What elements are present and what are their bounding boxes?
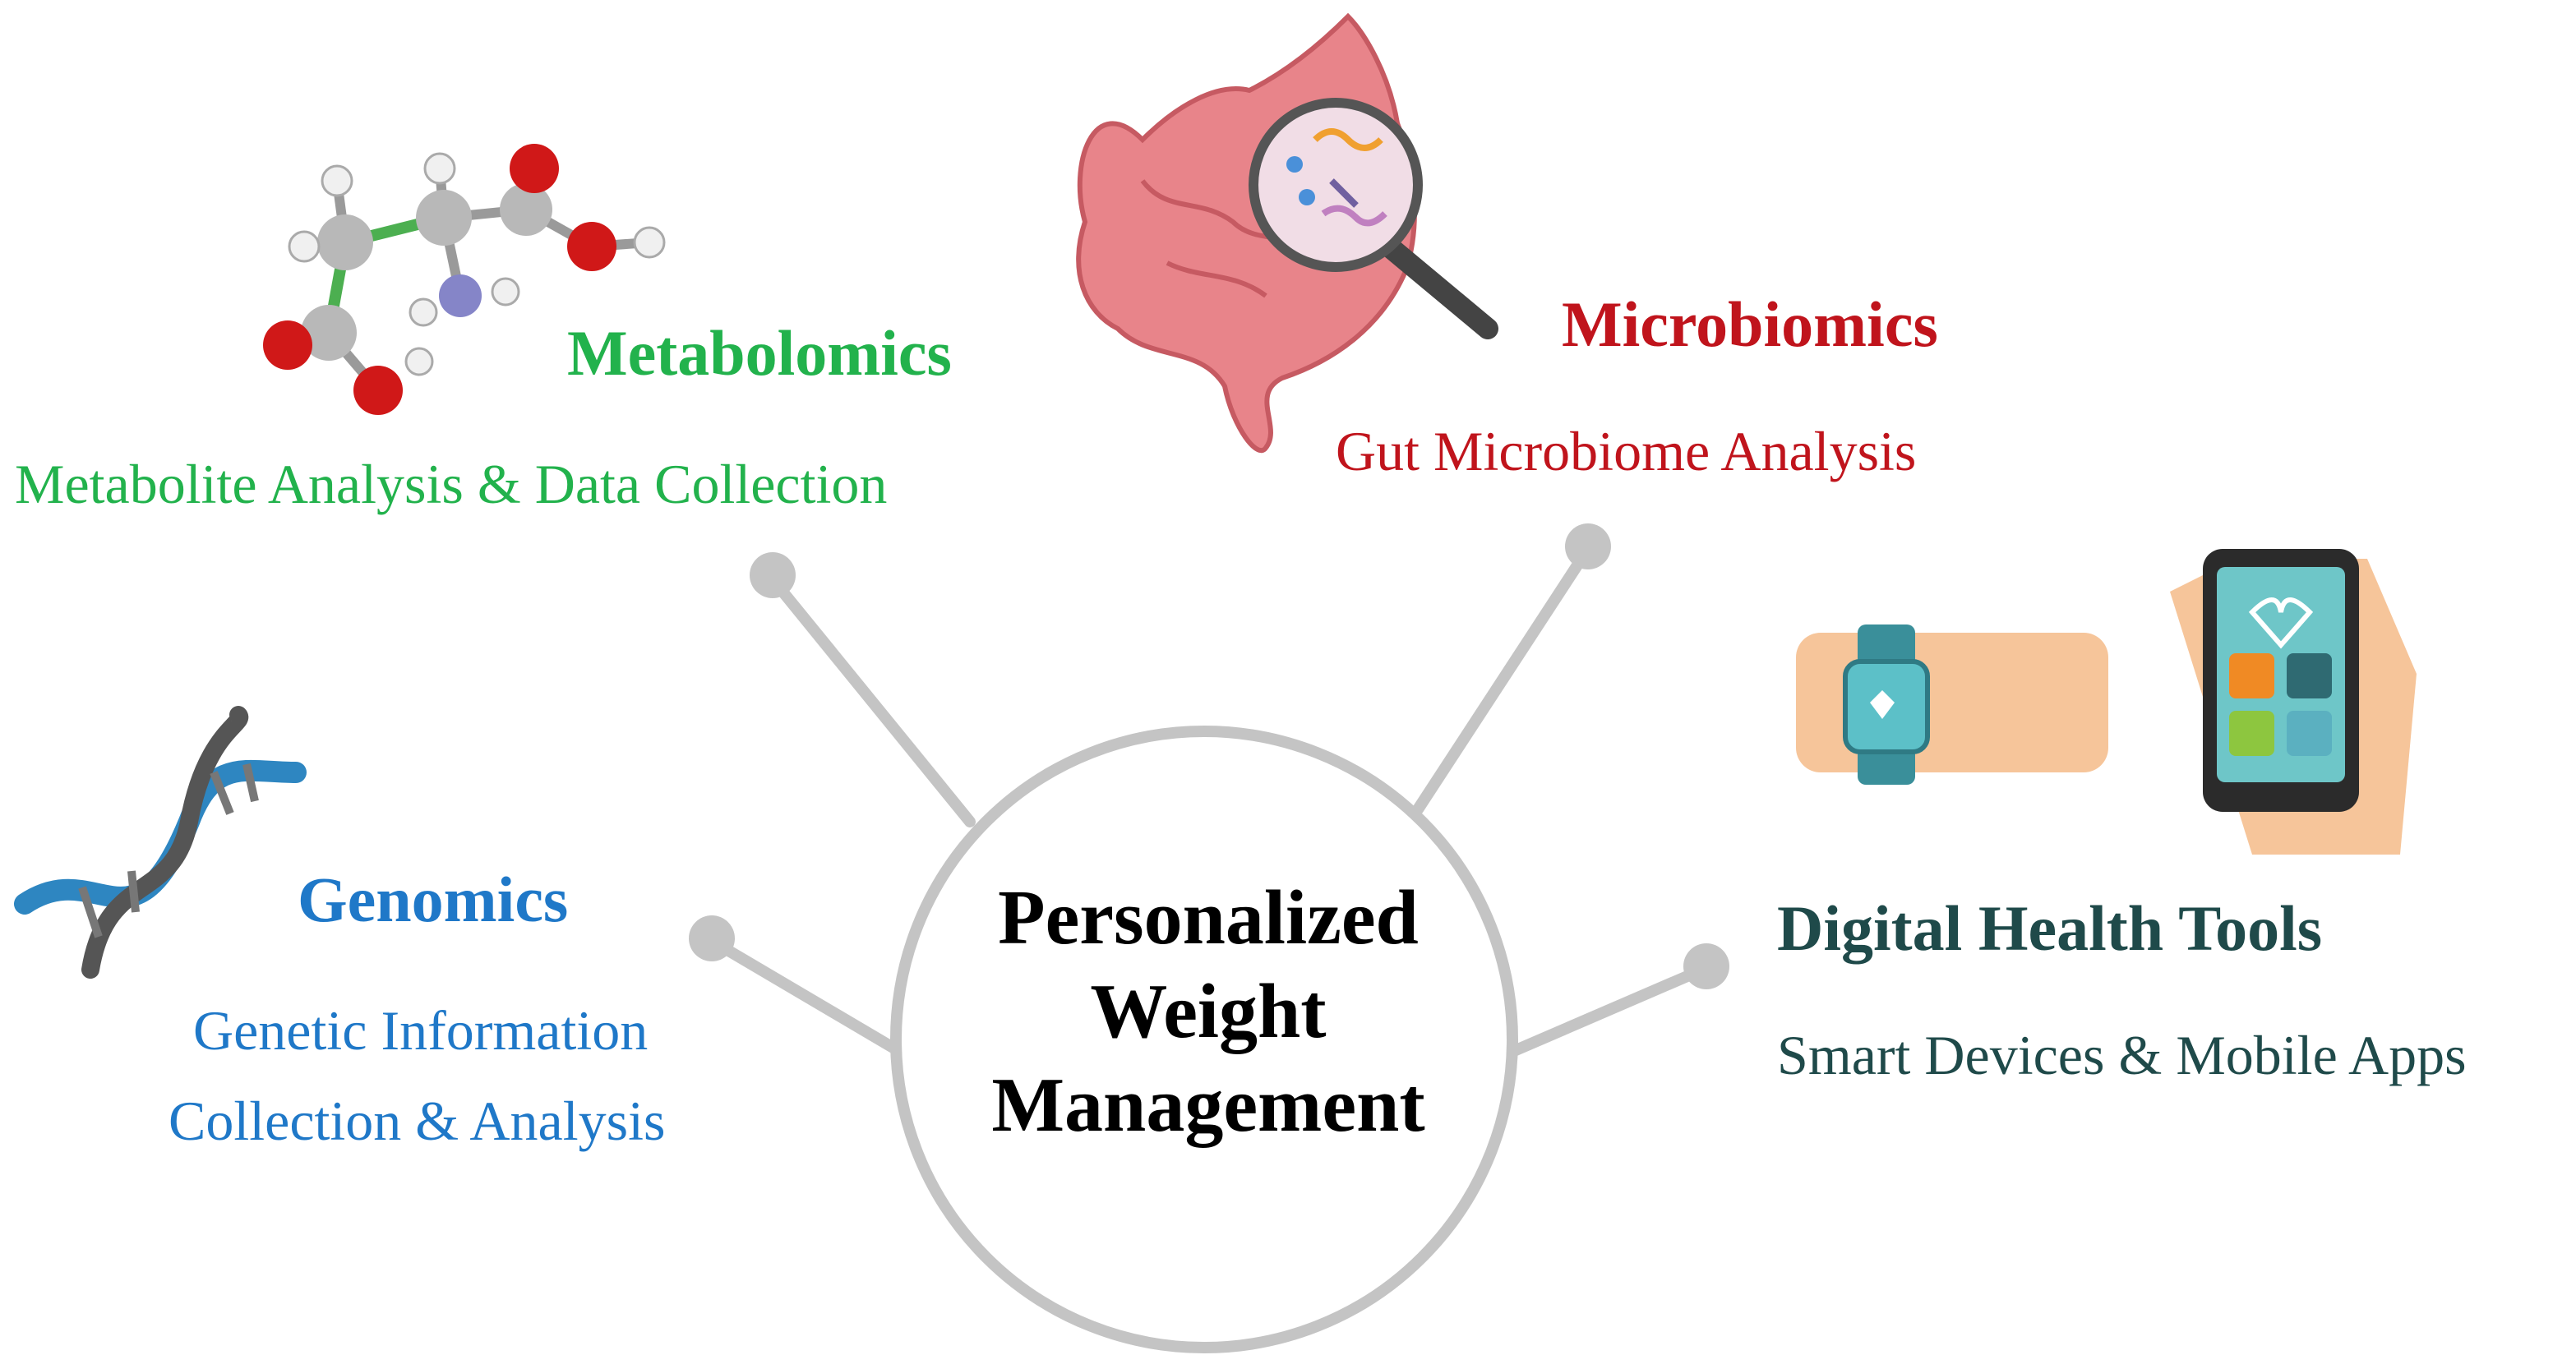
connector-node-digital [1683,943,1729,989]
connector-node-microbiomics [1565,523,1611,569]
metabolomics-title: Metabolomics [567,317,952,389]
center-ring [890,726,1518,1353]
connector-node-genomics [689,915,735,961]
digital-health-subtitle: Smart Devices & Mobile Apps [1777,1024,2467,1086]
center-title: Personalized Weight Management [888,871,1529,1152]
microbiomics-subtitle: Gut Microbiome Analysis [1336,420,1917,482]
center-title-line3: Management [991,1062,1425,1148]
connector-genomics [706,935,906,1058]
genomics-subtitle-line1: Genetic Information [193,999,649,1062]
connector-microbiomics [1412,543,1594,815]
center-title-line2: Weight [1090,969,1327,1054]
connector-digital [1503,962,1712,1059]
genomics-subtitle-line2: Collection & Analysis [169,1090,666,1152]
gut-magnifier-icon [1076,12,1498,453]
connector-metabolomics [767,574,976,827]
smartwatch-phone-icon [1796,549,2417,855]
center-title-line1: Personalized [998,875,1419,961]
dna-helix-icon [14,706,307,979]
microbiomics-title: Microbiomics [1562,288,1938,360]
molecule-icon [263,144,666,415]
metabolomics-subtitle: Metabolite Analysis & Data Collection [15,453,888,515]
genomics-title: Genomics [298,864,569,935]
connectors [689,523,1729,1059]
digital-health-title: Digital Health Tools [1777,892,2323,964]
connector-node-metabolomics [750,552,796,598]
